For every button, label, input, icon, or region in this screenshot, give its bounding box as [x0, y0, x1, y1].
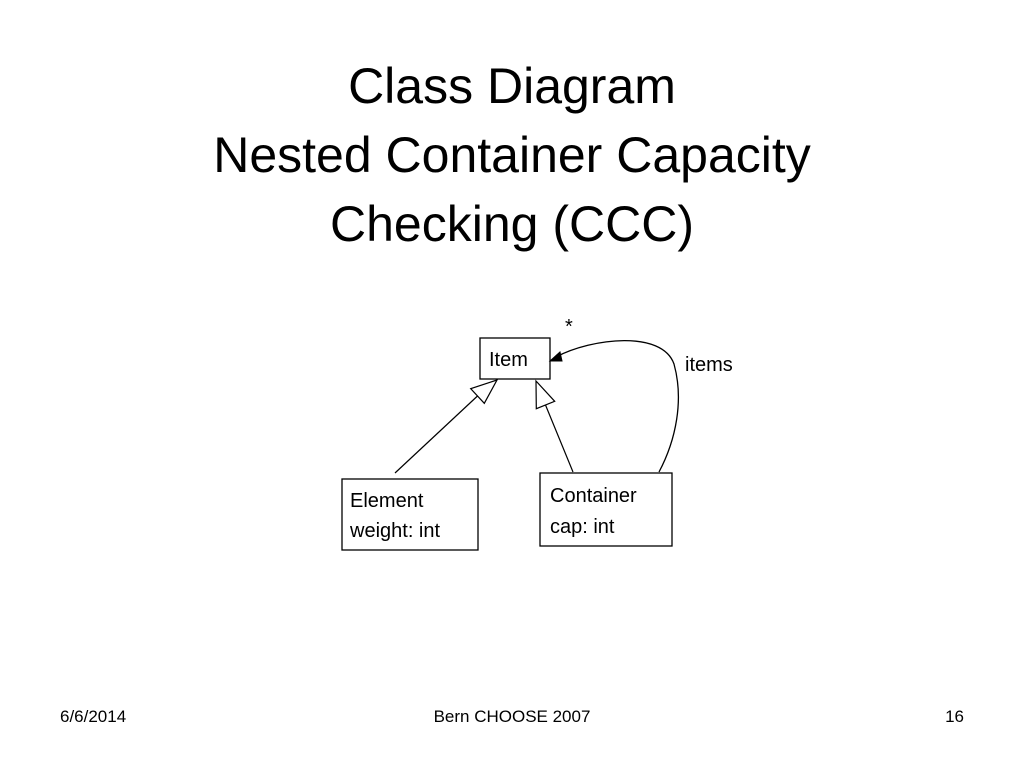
inheritance-arrowhead-icon	[535, 379, 556, 410]
generalization-element-to-item	[394, 378, 499, 474]
slide-title-line: Class Diagram	[348, 58, 676, 114]
footer-date: 6/6/2014	[60, 707, 127, 726]
element-class-name: Element	[350, 490, 424, 512]
slide-title-line: Nested Container Capacity	[213, 127, 811, 183]
slide-title-line: Checking (CCC)	[330, 196, 694, 252]
container-class-box	[539, 472, 673, 547]
container-class-attribute: cap: int	[550, 516, 615, 538]
item-class-name: Item	[489, 349, 528, 371]
container-class: Container cap: int	[539, 472, 673, 547]
element-class-box	[341, 478, 479, 551]
container-class-name: Container	[550, 485, 637, 507]
generalization-line	[544, 404, 574, 473]
slide-title: Class Diagram Nested Container Capacity …	[0, 52, 1024, 259]
generalization-line	[394, 395, 478, 474]
association-multiplicity: *	[565, 316, 573, 338]
association-curve	[555, 340, 679, 473]
element-class-attribute: weight: int	[349, 520, 440, 542]
inheritance-arrowhead-icon	[469, 378, 499, 405]
association-role-name: items	[685, 354, 733, 376]
navigability-arrowhead-icon	[548, 351, 563, 362]
item-class-box	[479, 337, 551, 380]
association-items: * items	[548, 316, 733, 473]
slide-number: 16	[945, 707, 964, 726]
generalization-container-to-item	[535, 379, 574, 473]
element-class: Element weight: int	[341, 478, 479, 551]
item-class: Item	[479, 337, 551, 380]
footer-center-text: Bern CHOOSE 2007	[433, 707, 591, 726]
